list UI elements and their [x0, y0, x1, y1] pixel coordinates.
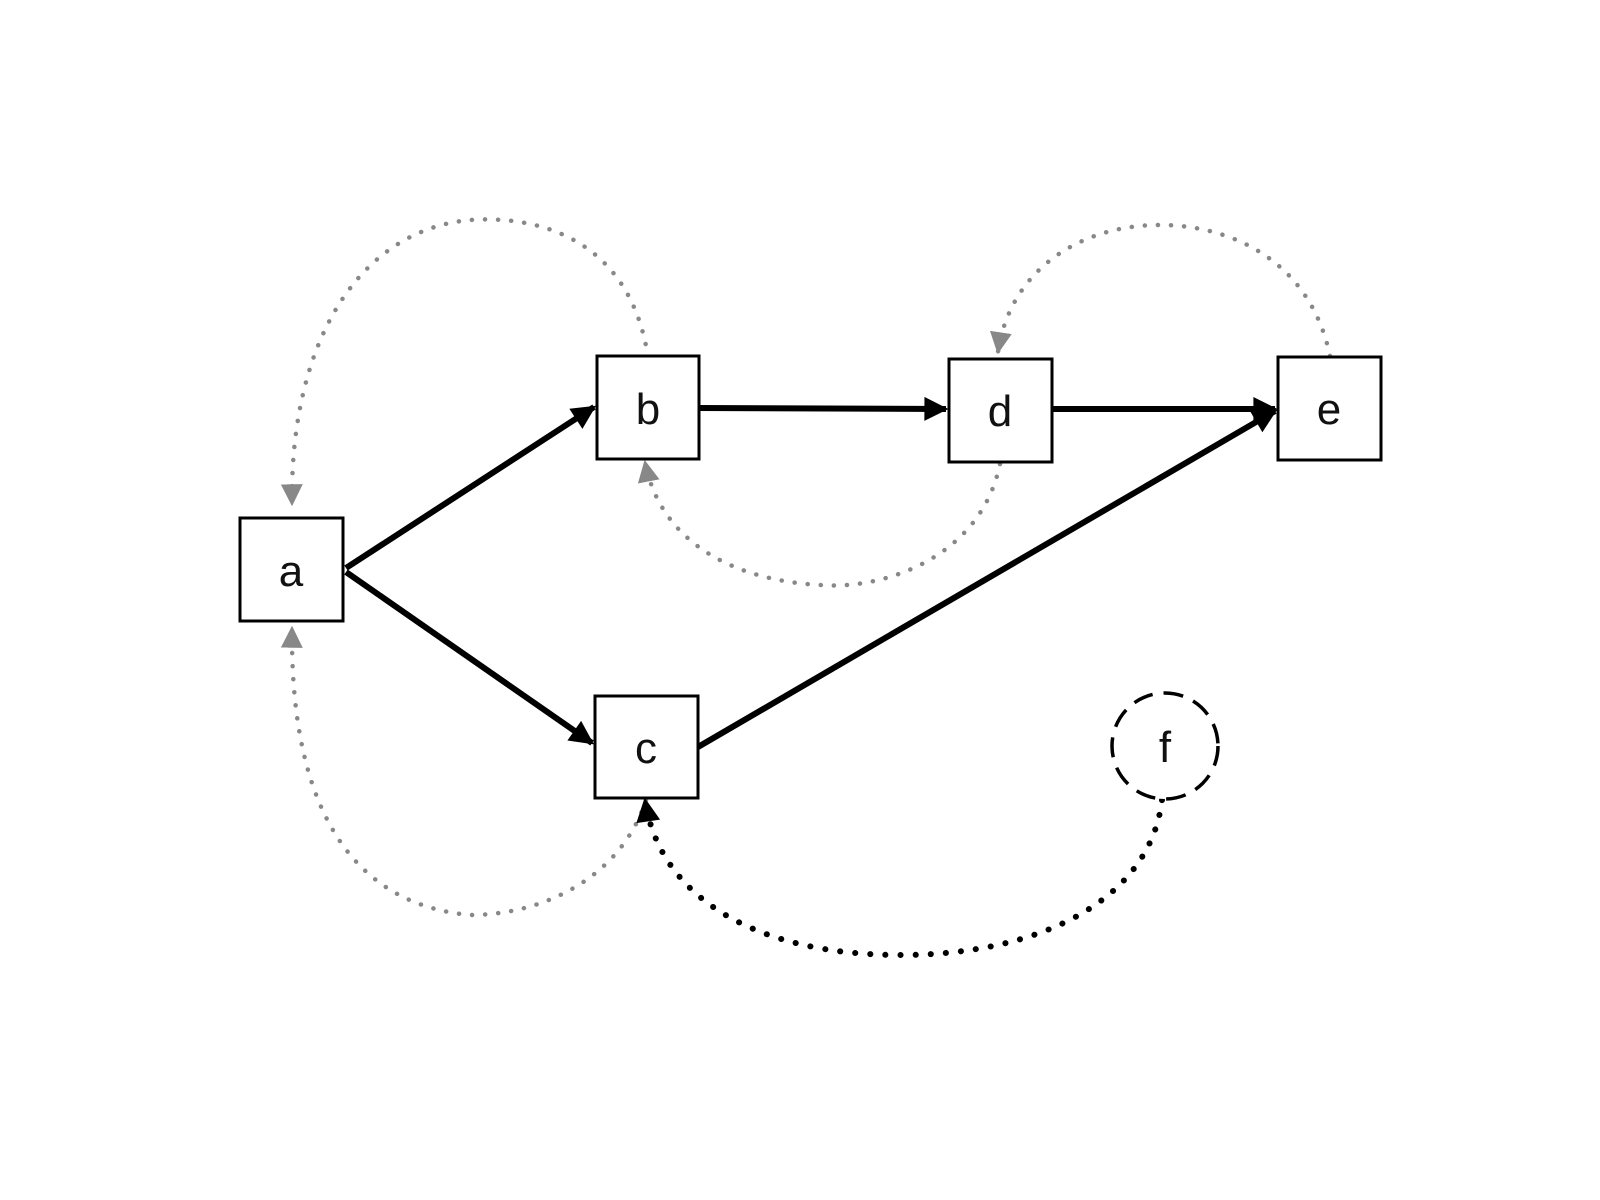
edge-d-to-b: [637, 459, 1003, 588]
edge-b-to-d: [698, 396, 949, 421]
node-b: b: [595, 354, 701, 461]
edge-f-to-c: [636, 797, 1165, 959]
node-d-label: d: [988, 387, 1012, 436]
node-e: e: [1276, 355, 1383, 462]
node-c: c: [593, 694, 700, 800]
node-c-label: c: [635, 724, 657, 773]
edge-a-to-b: [344, 404, 597, 571]
node-f-label: f: [1159, 723, 1172, 772]
edge-c-to-e: [696, 408, 1278, 750]
edge-a-to-c: [344, 569, 594, 746]
node-a-label: a: [279, 547, 304, 596]
edge-c-to-a: [280, 625, 649, 918]
node-e-label: e: [1317, 385, 1341, 434]
node-f: f: [1110, 691, 1220, 801]
node-d: d: [947, 357, 1054, 464]
edge-e-to-d: [989, 222, 1333, 359]
node-b-label: b: [636, 385, 660, 434]
node-a: a: [238, 516, 345, 623]
edge-b-to-a: [280, 217, 651, 507]
